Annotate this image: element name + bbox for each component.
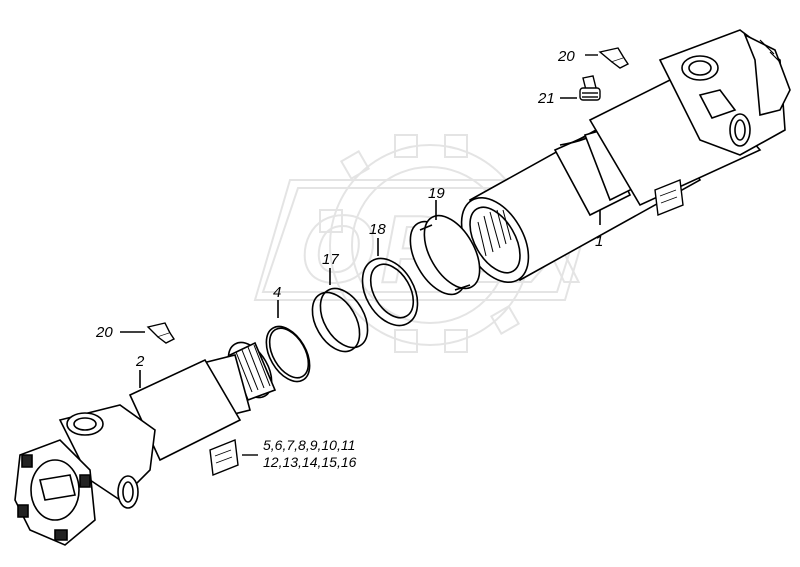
part-20-clip-left	[120, 323, 174, 343]
label-part-20-left: 20	[95, 324, 113, 341]
part-17-ring	[303, 268, 378, 360]
label-kit-line-1: 5,6,7,8,9,10,11	[263, 437, 355, 453]
part-21-grease-fitting	[560, 76, 600, 100]
part-20-clip-top	[585, 48, 628, 68]
plate-right	[655, 180, 683, 215]
callout-labels: 1 2 4 17 18 19 20 20 21 5,6,7,8,9,10,11 …	[95, 48, 603, 470]
label-part-20-top: 20	[557, 48, 575, 65]
label-part-18: 18	[369, 221, 386, 238]
part-19-bearing-sleeve	[399, 200, 491, 304]
label-part-4: 4	[273, 284, 281, 301]
label-part-17: 17	[322, 251, 339, 268]
part-4-snap-ring	[257, 300, 318, 389]
label-kit-line-2: 12,13,14,15,16	[263, 454, 357, 470]
part-1-shaft-right	[448, 30, 790, 294]
label-part-2: 2	[135, 353, 145, 370]
part-18-seal-ring	[351, 238, 429, 335]
watermark-banner	[253, 179, 602, 301]
part-2-shaft-left	[15, 335, 281, 545]
label-part-21: 21	[537, 90, 555, 107]
label-part-19: 19	[428, 185, 445, 202]
label-part-1: 1	[595, 233, 603, 250]
plate-kit	[210, 440, 258, 475]
